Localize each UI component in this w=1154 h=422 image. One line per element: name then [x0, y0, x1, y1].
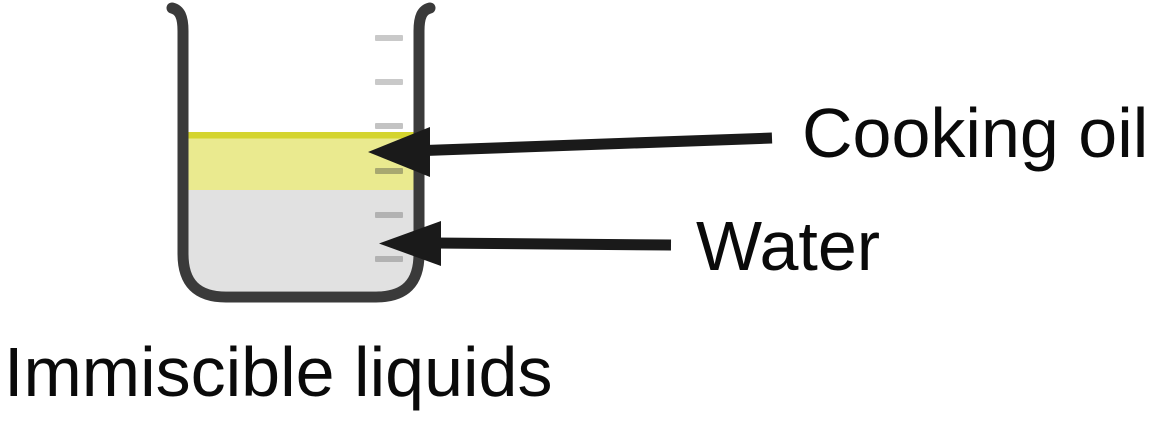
water-label: Water: [696, 207, 880, 285]
tick-mark: [375, 79, 403, 85]
beaker-outline: [166, 2, 436, 303]
tick-mark: [375, 212, 403, 218]
water-annotation-arrow: [379, 221, 672, 266]
beaker-contents: [186, 132, 417, 291]
graduation-marks: [375, 35, 403, 262]
arrowhead-left-icon: [368, 127, 430, 177]
water-layer: [186, 190, 417, 291]
tick-mark: [375, 35, 403, 41]
oil-annotation-arrow: [368, 127, 773, 177]
oil-layer: [186, 132, 417, 190]
diagram-caption: Immiscible liquids: [4, 333, 552, 411]
oil-surface-line: [186, 132, 417, 139]
oil-label: Cooking oil: [802, 94, 1148, 172]
arrowhead-left-icon: [379, 221, 441, 266]
arrow-line: [424, 132, 773, 156]
tick-mark: [375, 123, 403, 129]
tick-mark: [375, 256, 403, 262]
tick-mark: [375, 168, 403, 174]
arrow-line: [433, 237, 672, 251]
